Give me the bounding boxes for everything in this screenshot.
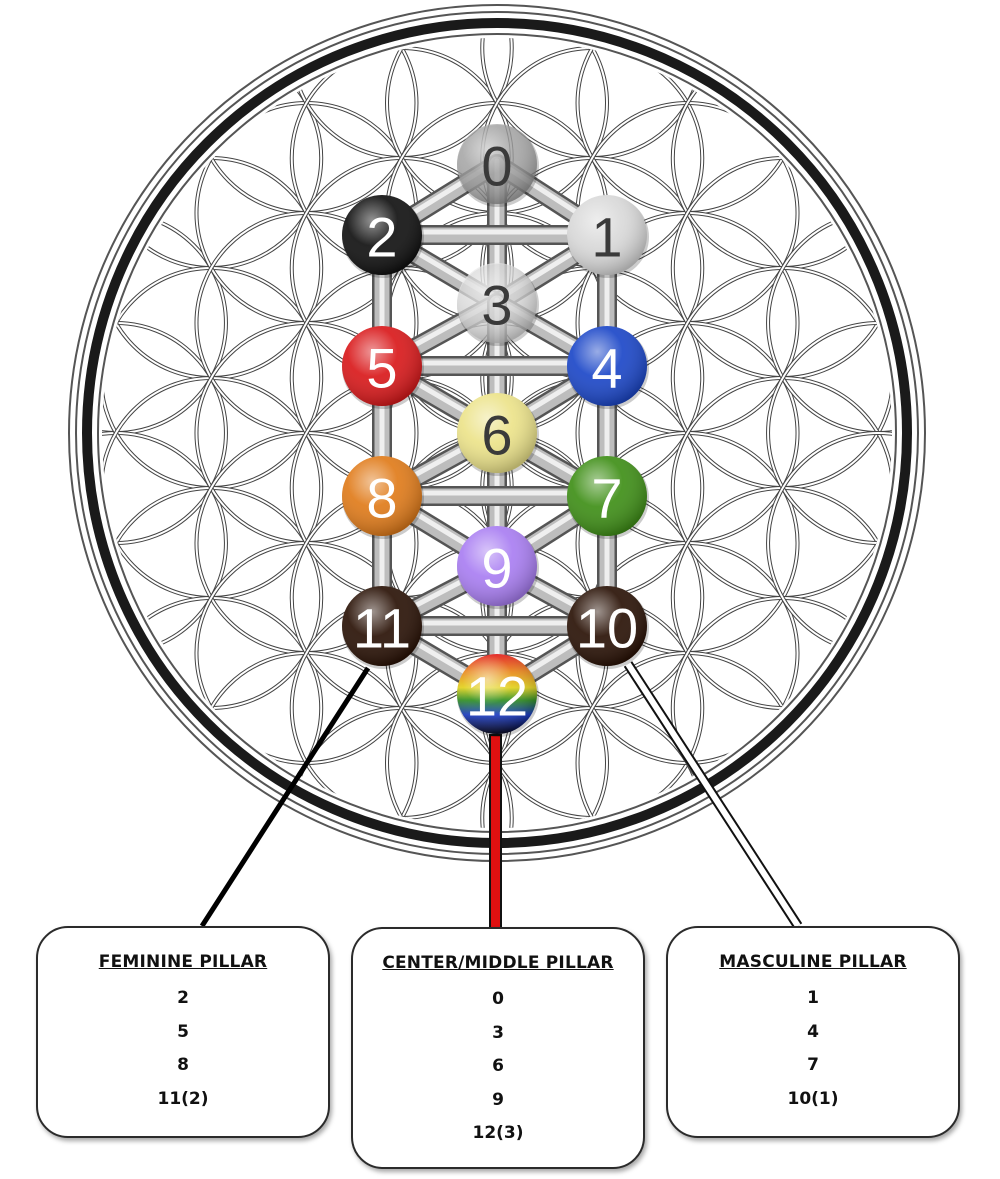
- masculine-pillar-item: 10(1): [787, 1088, 839, 1109]
- node-1: 1: [567, 195, 649, 278]
- feminine-pillar-item: 11(2): [157, 1088, 209, 1109]
- node-11: 11: [342, 586, 424, 669]
- node-label: 1: [591, 206, 622, 269]
- node-9: 9: [457, 526, 539, 609]
- feminine-connector-line: [199, 666, 371, 928]
- node-label: 11: [353, 597, 411, 660]
- feminine-pillar-item: 5: [177, 1021, 189, 1042]
- feminine-pillar-item: 8: [177, 1055, 189, 1075]
- masculine-connector-line: [623, 661, 803, 929]
- center-pillar-box: CENTER/MIDDLE PILLAR 0 3 6 9 12(3): [351, 927, 645, 1169]
- masculine-pillar-title: MASCULINE PILLAR: [719, 952, 907, 972]
- node-label: 0: [481, 135, 512, 198]
- node-10: 10: [567, 586, 649, 669]
- center-pillar-item: 3: [492, 1022, 504, 1043]
- masculine-pillar-list: 1 4 7 10(1): [668, 982, 958, 1116]
- node-label: 4: [591, 337, 622, 400]
- center-pillar-item: 6: [492, 1056, 504, 1076]
- node-label: 2: [366, 206, 397, 269]
- node-label: 12: [466, 665, 528, 728]
- node-12: 12: [457, 654, 539, 737]
- node-label: 7: [591, 467, 622, 530]
- node-0: 0: [457, 124, 539, 207]
- node-label: 5: [366, 337, 397, 400]
- node-7: 7: [567, 456, 649, 539]
- node-label: 8: [366, 467, 397, 530]
- masculine-pillar-item: 1: [807, 988, 819, 1008]
- node-6: 6: [457, 393, 539, 476]
- feminine-pillar-item: 2: [177, 988, 189, 1008]
- center-pillar-item: 12(3): [472, 1123, 524, 1143]
- masculine-pillar-box: MASCULINE PILLAR 1 4 7 10(1): [666, 926, 960, 1138]
- node-3: 3: [457, 263, 539, 346]
- center-pillar-item: 9: [492, 1089, 504, 1110]
- node-label: 3: [481, 274, 512, 337]
- center-pillar-title: CENTER/MIDDLE PILLAR: [382, 953, 614, 973]
- node-5: 5: [342, 326, 424, 409]
- node-label: 10: [576, 597, 638, 660]
- masculine-pillar-item: 7: [807, 1055, 819, 1075]
- masculine-pillar-item: 4: [807, 1021, 819, 1042]
- feminine-pillar-list: 2 5 8 11(2): [38, 982, 328, 1116]
- node-4: 4: [567, 326, 649, 409]
- center-pillar-item: 0: [492, 989, 504, 1009]
- center-connector-line: [489, 734, 502, 929]
- node-label: 9: [481, 537, 512, 600]
- node-label: 6: [481, 404, 512, 467]
- node-8: 8: [342, 456, 424, 539]
- node-2: 2: [342, 195, 424, 278]
- center-pillar-list: 0 3 6 9 12(3): [353, 983, 643, 1151]
- feminine-pillar-box: FEMININE PILLAR 2 5 8 11(2): [36, 926, 330, 1138]
- feminine-pillar-title: FEMININE PILLAR: [98, 952, 268, 972]
